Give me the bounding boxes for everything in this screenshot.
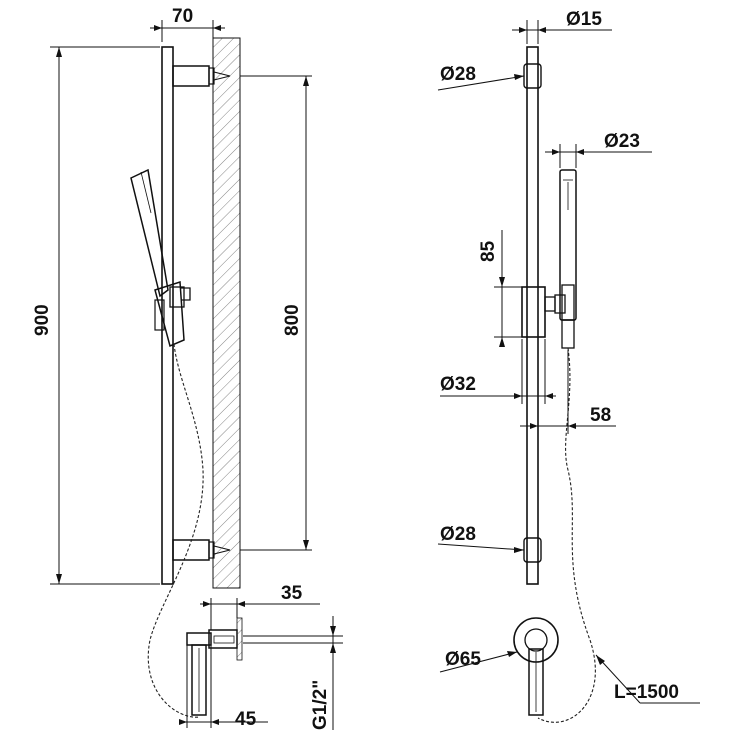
- dim-end-cap-bottom-text: Ø28: [440, 524, 476, 545]
- dim-hose-length: L=1500: [595, 654, 700, 704]
- dim-overall-height-text: 900: [32, 304, 53, 336]
- dim-fixing-centers: 800: [240, 75, 312, 551]
- dim-handshower-dia: Ø23: [545, 131, 652, 168]
- dim-rod-dia: Ø15: [512, 9, 612, 44]
- dim-bar-offset: 70: [150, 6, 225, 42]
- hose-side: [147, 343, 204, 718]
- dim-wall-depth-text: 35: [281, 583, 303, 604]
- dim-rod-dia-text: Ø15: [566, 9, 602, 30]
- wall-section: [212, 37, 241, 589]
- dim-slider-height: 85: [478, 230, 522, 347]
- side-view: 70 900 800 35: [32, 6, 343, 730]
- dim-hose-length-text: L=1500: [614, 682, 679, 703]
- hand-shower-side: [130, 168, 191, 348]
- wall-outlet-front: [513, 617, 559, 716]
- dim-handshower-dia-text: Ø23: [604, 131, 640, 152]
- wall-elbow-side: [186, 617, 243, 716]
- dim-outlet-dia-text: Ø65: [445, 649, 481, 670]
- dim-end-cap-top-text: Ø28: [440, 64, 476, 85]
- dim-thread: G1/2": [243, 616, 343, 730]
- dim-slider-height-text: 85: [478, 240, 499, 262]
- dim-bar-offset-text: 70: [172, 6, 193, 27]
- dim-projection-text: 58: [590, 405, 611, 426]
- top-bracket: [172, 65, 231, 87]
- dim-thread-text: G1/2": [310, 680, 331, 730]
- rod: [526, 46, 539, 585]
- hose-front: [537, 347, 596, 723]
- slider: [521, 286, 546, 338]
- front-view: Ø15 Ø28 Ø23 85: [437, 9, 700, 723]
- dim-end-cap-top: Ø28: [437, 64, 525, 91]
- dim-end-cap-bottom: Ø28: [437, 524, 525, 553]
- dim-elbow-width-text: 45: [235, 709, 257, 730]
- dim-fixing-centers-text: 800: [282, 304, 303, 336]
- dim-projection: 58: [520, 350, 616, 434]
- dim-wall-depth: 35: [200, 583, 320, 630]
- hand-shower-front: [559, 169, 577, 349]
- dim-elbow-width: 45: [179, 645, 268, 730]
- dim-outlet-dia: Ø65: [439, 649, 518, 673]
- dim-overall-height: 900: [32, 46, 160, 585]
- dim-slider-dia: Ø32: [440, 339, 556, 404]
- dim-slider-dia-text: Ø32: [440, 374, 476, 395]
